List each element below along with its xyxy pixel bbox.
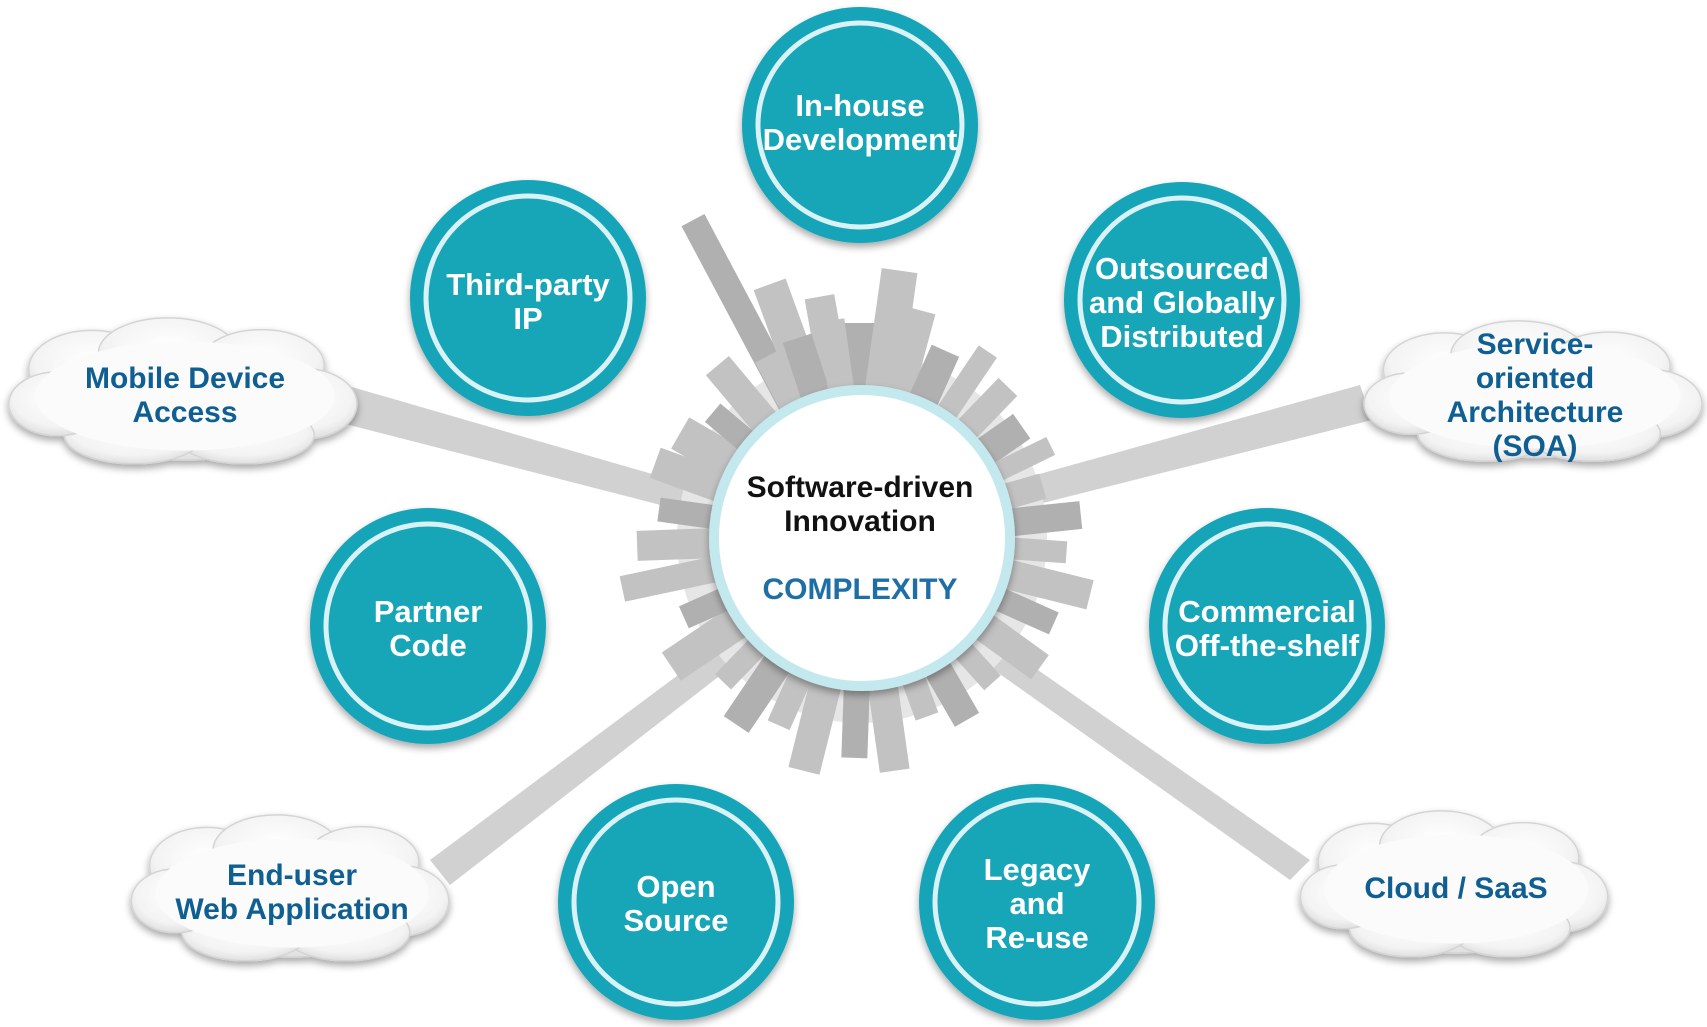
cloud-body <box>35 341 335 451</box>
node-inner-ring <box>323 521 533 731</box>
cloud-label-mobile-device-access: Mobile Device Access <box>84 362 286 429</box>
node-inner-ring <box>571 797 781 1007</box>
skyline-ray <box>883 307 936 416</box>
node-inner-ring <box>932 797 1142 1007</box>
source-nodes <box>310 7 1385 1020</box>
node-inner-ring <box>423 193 633 403</box>
cloud-mobile-device-access <box>7 317 358 465</box>
cloud-body <box>155 838 429 948</box>
connector-mobile <box>330 385 690 510</box>
node-open-source <box>558 784 794 1020</box>
node-third-party-ip <box>410 180 646 416</box>
node-outsourced-globally-distributed <box>1064 182 1300 418</box>
skyline-ray <box>619 552 738 602</box>
skyline-ray <box>788 660 847 775</box>
node-in-house-development <box>742 7 978 243</box>
node-label-legacy-reuse: Legacy and Re-use <box>983 852 1091 955</box>
node-label-open-source: Open Source <box>623 869 729 938</box>
center-subtitle: COMPLEXITY <box>762 573 958 606</box>
node-label-outsourced: Outsourced and Globally Distributed <box>1088 251 1276 354</box>
skyline-ray <box>636 527 733 561</box>
center-title: Software-driven Innovation <box>746 471 974 538</box>
connector-web-app <box>430 640 740 885</box>
node-inner-ring <box>1077 195 1287 405</box>
cloud-body <box>1389 343 1681 449</box>
center-hub <box>709 385 1015 691</box>
skyline-ray <box>862 268 918 412</box>
cloud-end-user-web-application <box>130 814 450 962</box>
node-label-commercial-ots: Commercial Off-the-shelf <box>1174 594 1360 663</box>
node-inner-ring <box>755 20 965 230</box>
node-inner-ring <box>1162 521 1372 731</box>
node-commercial-off-the-shelf <box>1149 508 1385 744</box>
node-partner-code <box>310 508 546 744</box>
node-label-third-party-ip: Third-party IP <box>446 267 610 336</box>
node-label-partner-code: Partner Code <box>373 594 483 663</box>
node-legacy-and-reuse <box>919 784 1155 1020</box>
cloud-label-cloud-saas: Cloud / SaaS <box>1364 872 1548 905</box>
cloud-connectors <box>330 385 1372 885</box>
target-clouds <box>7 317 1703 962</box>
cloud-label-end-user-web-application: End-user Web Application <box>175 859 409 926</box>
skyline-ray <box>865 664 910 773</box>
connector-soa <box>1025 385 1372 505</box>
node-label-in-house-development: In-house Development <box>762 88 958 157</box>
cloud-label-soa: Service-oriented Architecture (SOA) <box>1446 328 1624 463</box>
cloud-soa <box>1363 320 1703 462</box>
connector-saas <box>980 640 1310 880</box>
cloud-body <box>1324 834 1588 944</box>
cloud-cloud-saas <box>1299 810 1609 958</box>
